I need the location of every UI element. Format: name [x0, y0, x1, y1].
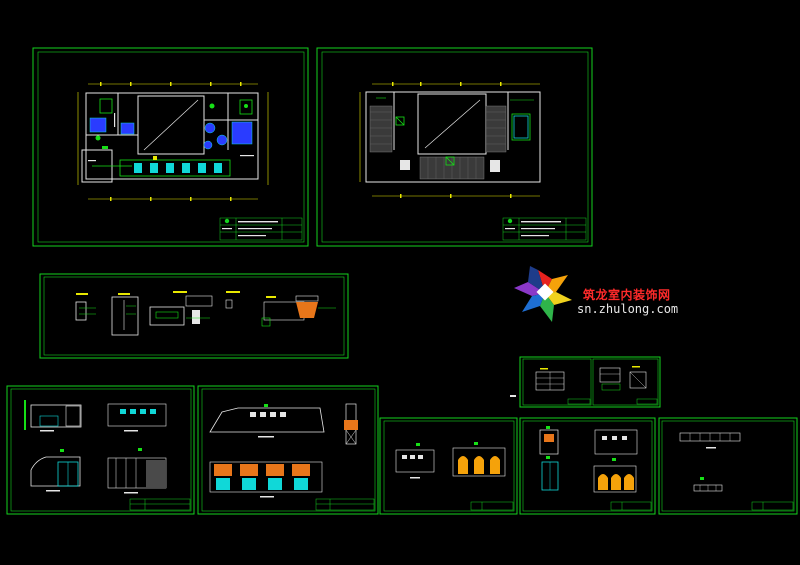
small-detail-drawings — [510, 366, 647, 397]
sheet-small-details — [519, 356, 661, 408]
sheet-ceiling-plan — [316, 47, 593, 247]
watermark-url: sn.zhulong.com — [577, 302, 679, 316]
ceiling-plan-drawing — [359, 82, 541, 198]
elevation-c-drawings — [395, 442, 506, 479]
title-blocks — [129, 217, 794, 511]
sheet-floor-plan — [32, 47, 309, 247]
sheet-elevation-d — [519, 417, 656, 515]
sheet-elevation-a — [6, 385, 195, 515]
elevation-b-drawings — [209, 403, 358, 498]
sheet-elevation-c — [379, 417, 518, 515]
zhulong-logo-icon — [514, 266, 572, 322]
watermark-site-name: 筑龙室内装饰网 — [583, 288, 671, 302]
sheet-details-strip — [39, 273, 349, 359]
elevation-e-drawings — [679, 432, 741, 492]
elevation-a-drawings — [24, 400, 167, 494]
floor-plan-drawing — [77, 82, 269, 201]
sheet-elevation-e — [658, 417, 798, 515]
details-strip-drawings — [75, 291, 336, 336]
elevation-d-drawings — [539, 426, 638, 493]
sheet-elevation-b — [197, 385, 379, 515]
